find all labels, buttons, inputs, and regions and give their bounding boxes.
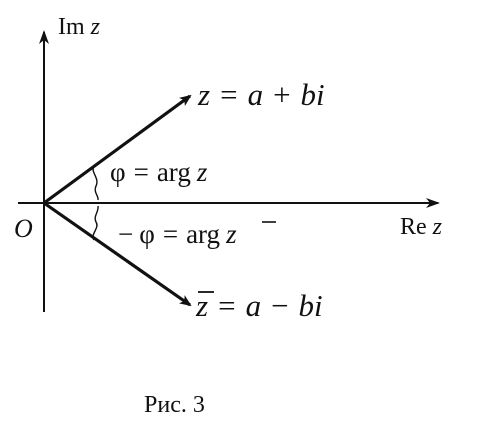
zbar-var-lower: z	[225, 219, 237, 249]
vector-z-conjugate	[43, 201, 192, 307]
angle-mark-lower	[92, 205, 99, 241]
angle-mark-upper	[92, 165, 99, 201]
label-z-equation: z=a+bi	[197, 77, 325, 112]
vector-z	[43, 94, 192, 205]
label-z-conjugate-equation: z=a−bi	[195, 288, 323, 323]
origin-label: O	[14, 214, 33, 243]
figure-caption: Рис. 3	[144, 392, 205, 418]
